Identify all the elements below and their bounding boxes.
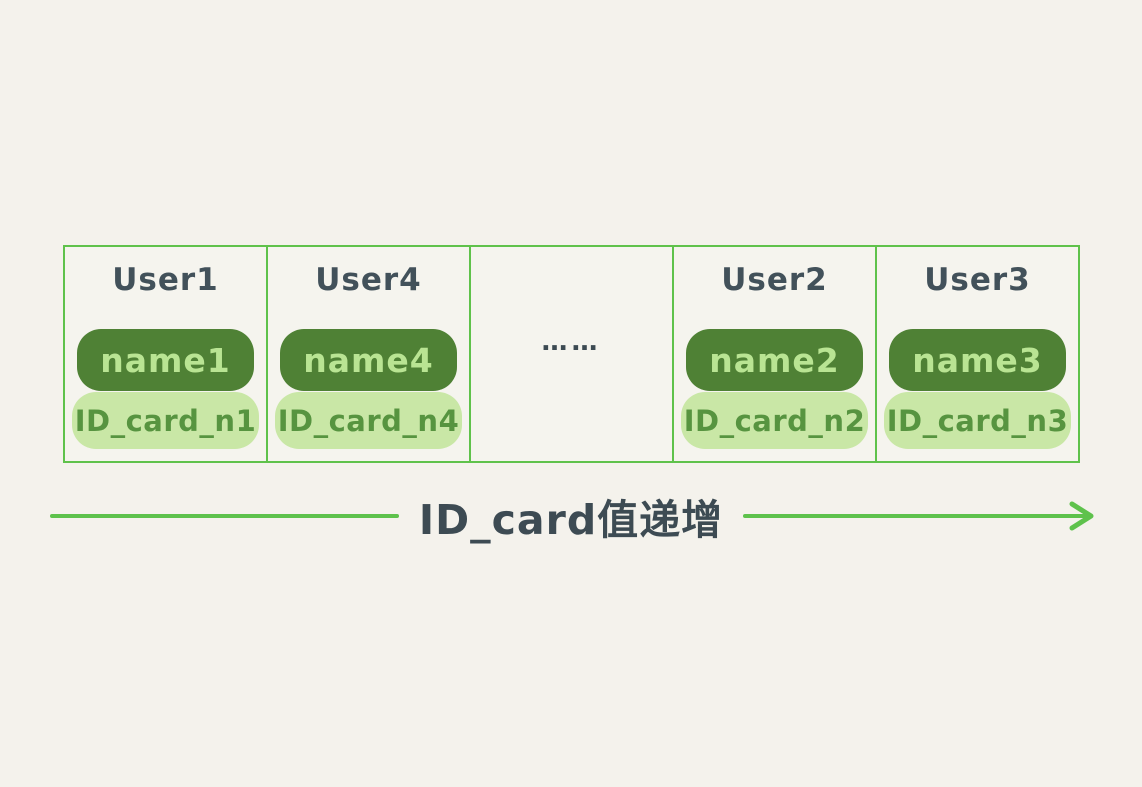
- user-cell-4: User4 name4 ID_card_n4: [268, 247, 471, 461]
- id-card-badge: ID_card_n3: [884, 392, 1071, 449]
- name-badge: name4: [280, 329, 457, 391]
- arrow-line-right: [743, 501, 1094, 531]
- user-title: User1: [112, 262, 219, 298]
- user-title: User4: [315, 262, 422, 298]
- ellipsis-cell: ……: [471, 247, 674, 461]
- id-card-badge: ID_card_n1: [72, 392, 259, 449]
- name-badge: name2: [686, 329, 863, 391]
- name-badge: name3: [889, 329, 1066, 391]
- user-array-band: User1 name1 ID_card_n1 User4 name4 ID_ca…: [63, 245, 1080, 463]
- id-card-increasing-arrow: ID_card值递增: [50, 482, 1094, 550]
- user-cell-1: User1 name1 ID_card_n1: [65, 247, 268, 461]
- id-card-badge: ID_card_n2: [681, 392, 868, 449]
- user-title: User2: [721, 262, 828, 298]
- arrow-line-left: [50, 514, 399, 518]
- user-cell-3: User3 name3 ID_card_n3: [877, 247, 1078, 461]
- arrow-head-icon: [1069, 501, 1094, 531]
- user-cell-2: User2 name2 ID_card_n2: [674, 247, 877, 461]
- name-badge: name1: [77, 329, 254, 391]
- id-card-badge: ID_card_n4: [275, 392, 462, 449]
- ellipsis-text: ……: [541, 327, 602, 357]
- arrow-label: ID_card值递增: [418, 496, 724, 544]
- user-title: User3: [924, 262, 1031, 298]
